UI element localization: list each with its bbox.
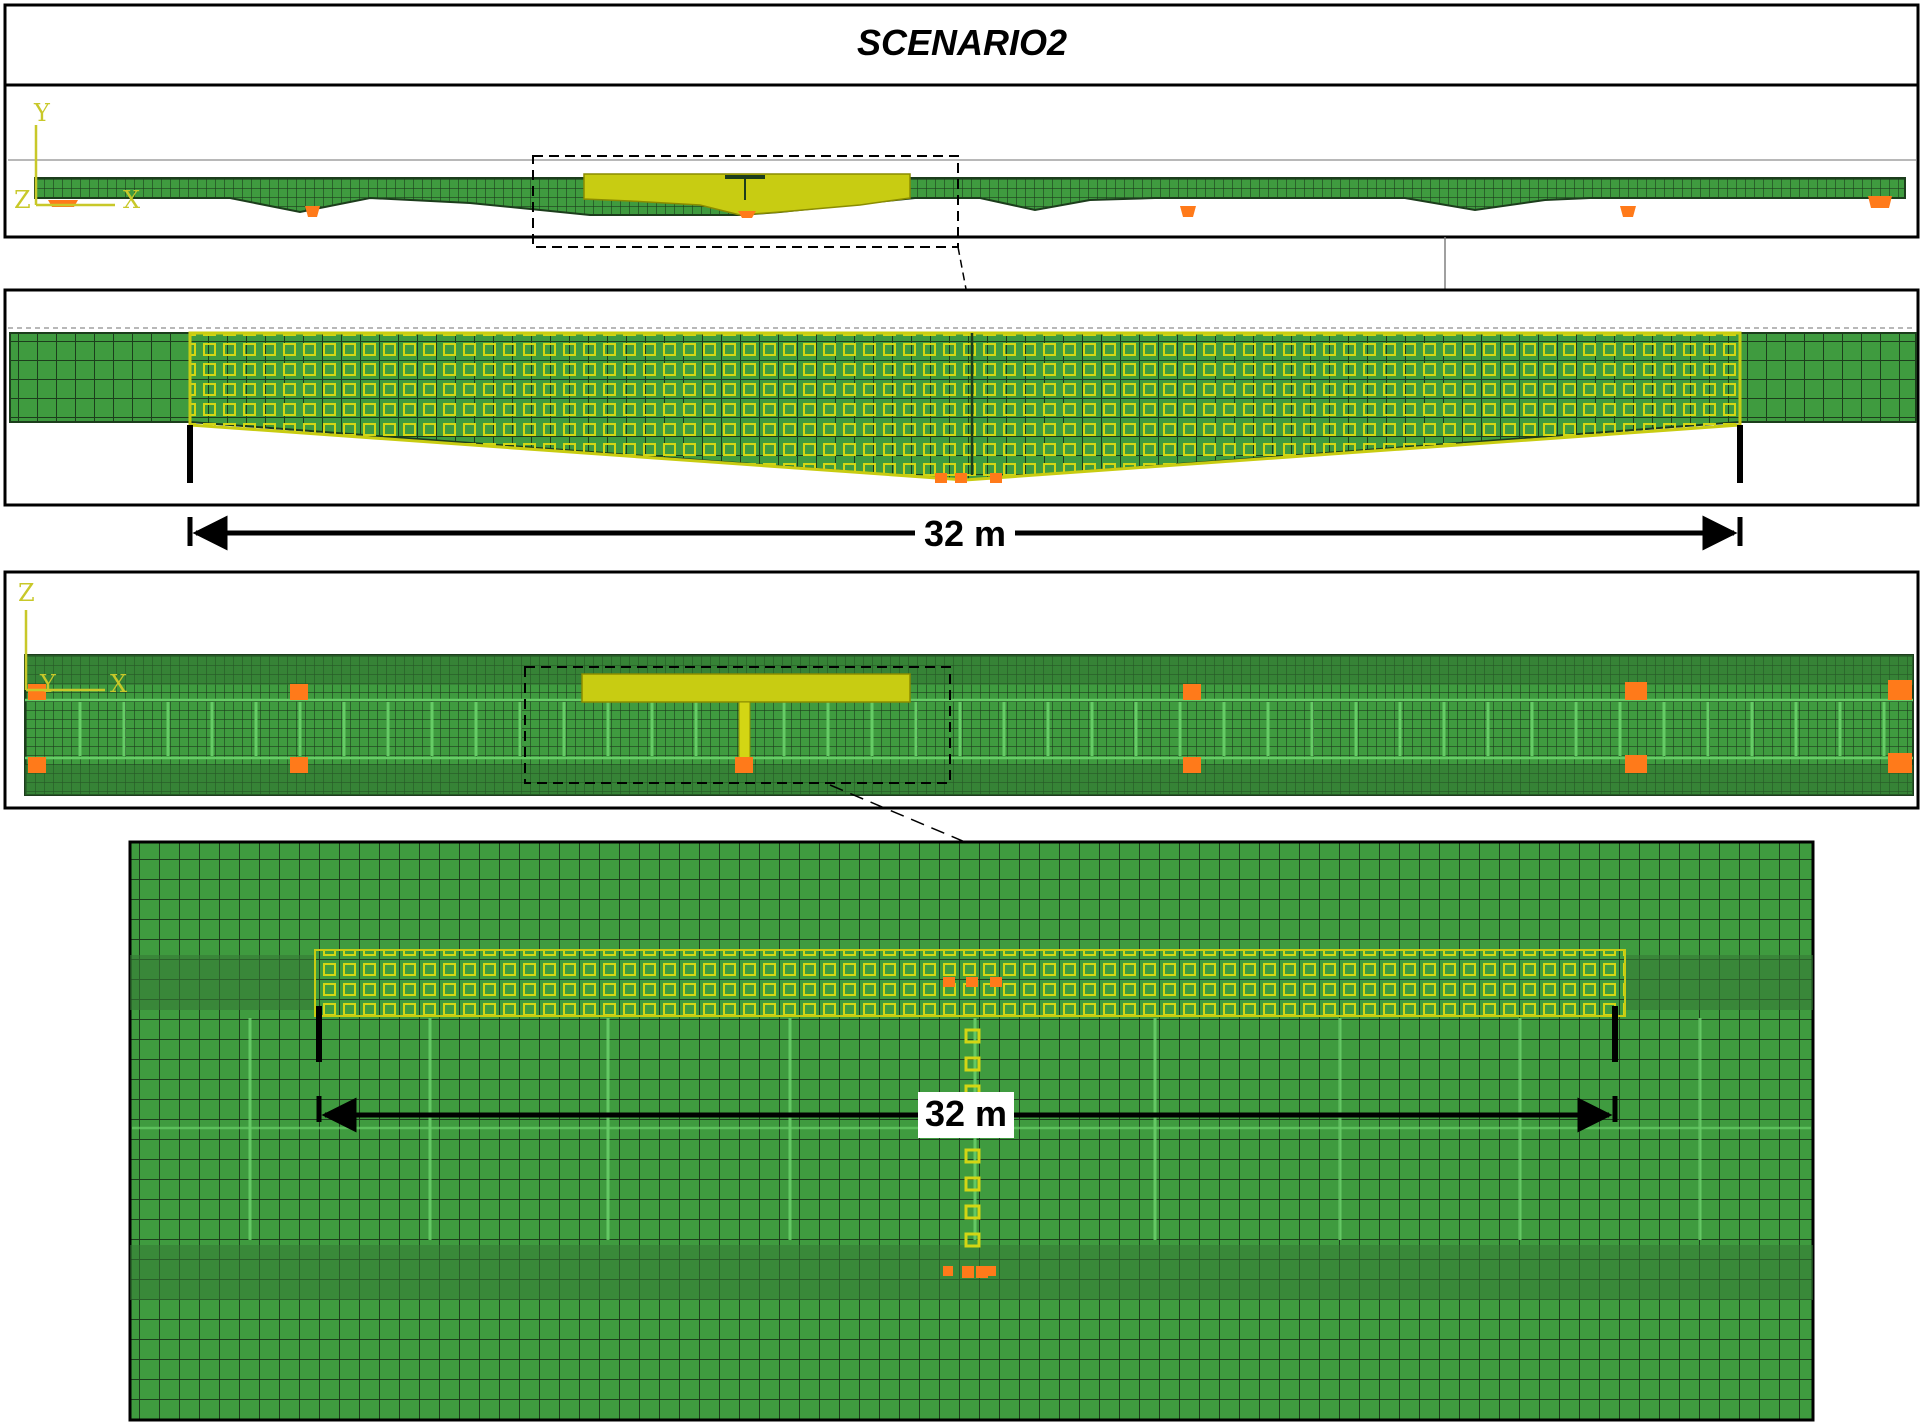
cross-beams-plan (78, 702, 1886, 756)
support-markers-elevation (48, 196, 1892, 218)
axis-label-z: Z (14, 186, 31, 214)
load-points-plan-detail (943, 977, 1002, 1278)
scenario-zone-elevation (583, 173, 911, 216)
figure-title: SCENARIO2 (857, 22, 1067, 63)
scenario-zone-detail (188, 331, 1742, 482)
load-points-detail (935, 473, 1002, 483)
support-markers-plan (28, 680, 1912, 773)
axis-label-y-plan: Y (39, 670, 57, 698)
axis-triad-elevation (34, 125, 115, 207)
zoom-connector-plan (829, 784, 966, 843)
panel-plan-detail: 32 m (128, 840, 1815, 1422)
dimension-label-bottom: 32 m (925, 1093, 1007, 1134)
axis-label-z-plan: Z (18, 579, 35, 607)
bridge-deck-elevation (34, 177, 1906, 216)
dimension-span-bottom: 32 m (316, 1092, 1618, 1138)
axis-label-x: X (123, 186, 140, 214)
panel-elevation-detail (3, 288, 1920, 507)
zoom-connector-elevation (957, 246, 967, 290)
axis-triad-plan (24, 610, 105, 692)
panel-plan-overview: Z X Y (3, 570, 1920, 810)
load-path-plan (738, 701, 751, 763)
axis-label-y: Y (33, 99, 51, 127)
load-marker (725, 175, 765, 179)
zoom-box-plan (524, 666, 951, 784)
dimension-label-top: 32 m (924, 513, 1006, 554)
axis-label-x-plan: X (110, 670, 127, 698)
scenario-zone-plan (581, 673, 911, 703)
title-box: SCENARIO2 (3, 3, 1920, 87)
dimension-span-top: 32 m (187, 513, 1743, 554)
zoom-box-elevation (532, 155, 959, 248)
panel-elevation-overview: Y X Z (3, 83, 1920, 248)
